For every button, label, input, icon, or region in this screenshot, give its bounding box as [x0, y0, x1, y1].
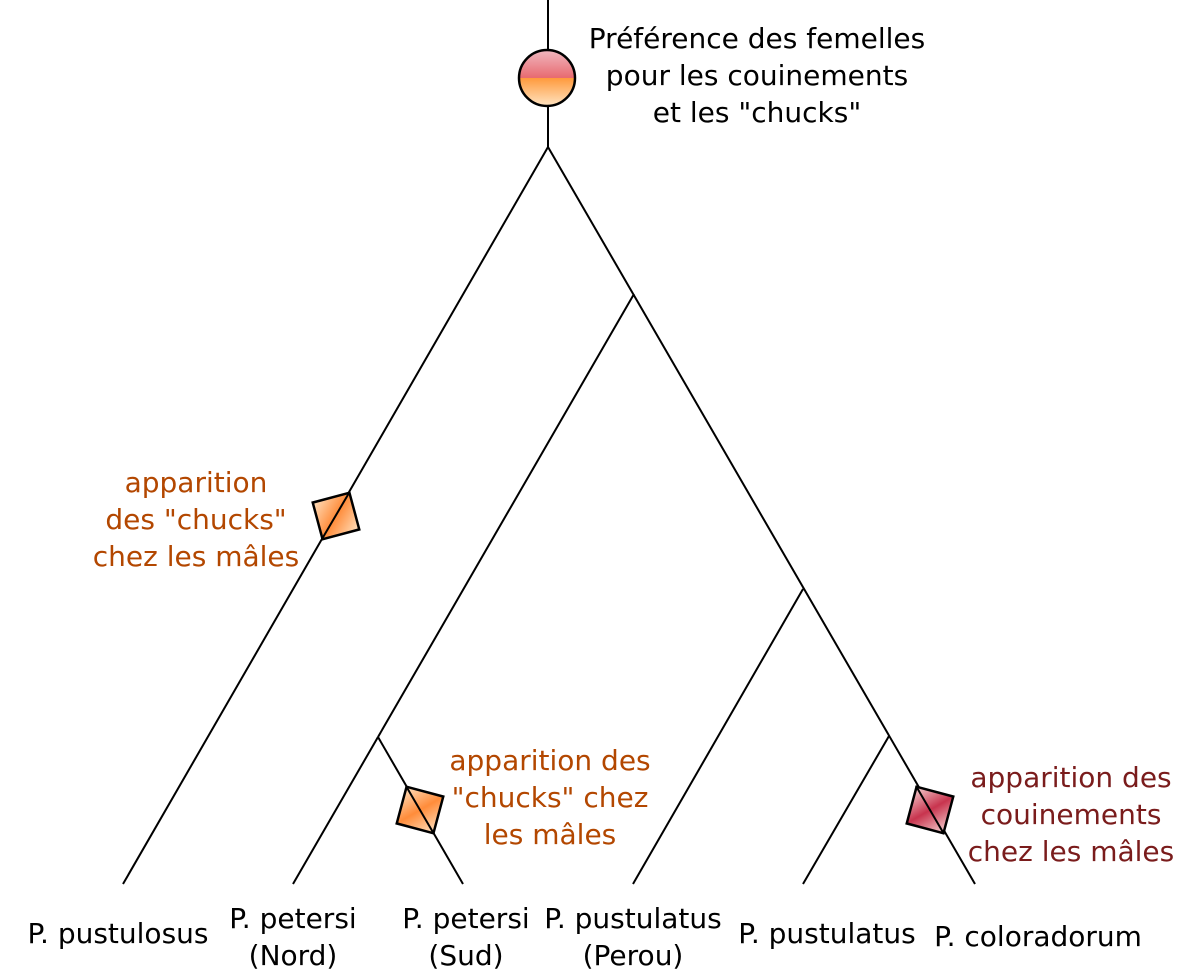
branch-overlay-petersi-sud — [405, 785, 435, 835]
branch-to-petersi-nord — [292, 736, 379, 885]
taxon-label-petersi-sud: P. petersi (Sud) — [402, 902, 530, 972]
branch-overlay-coloradorum — [915, 785, 945, 835]
taxon-label-coloradorum: P. coloradorum — [934, 920, 1142, 953]
taxon-label-pustulosus: P. pustulosus — [27, 917, 209, 950]
event-label-couinements-coloradorum: apparition des couinements chez les mâle… — [967, 761, 1175, 868]
branch-overlay-pustulosus — [321, 492, 350, 540]
ancestral-preference-marker — [517, 48, 577, 108]
event-label-chucks-petersi-sud: apparition des "chucks" chez les mâles — [449, 744, 651, 851]
taxon-label-petersi-nord: P. petersi (Nord) — [229, 902, 357, 972]
event-label-chucks-pustulosus: apparition des "chucks" chez les mâles — [92, 466, 300, 573]
taxon-label-pustulatus-perou: P. pustulatus (Perou) — [544, 902, 722, 972]
branch-to-pustulatus-perou — [632, 588, 804, 885]
branch-to-pustulatus — [802, 735, 890, 885]
branch-petersi-stem — [377, 293, 635, 738]
ancestral-trait-label: Préférence des femelles pour les couinem… — [588, 22, 926, 129]
taxon-label-pustulatus: P. pustulatus — [738, 917, 916, 950]
branch-root-right — [547, 146, 976, 885]
